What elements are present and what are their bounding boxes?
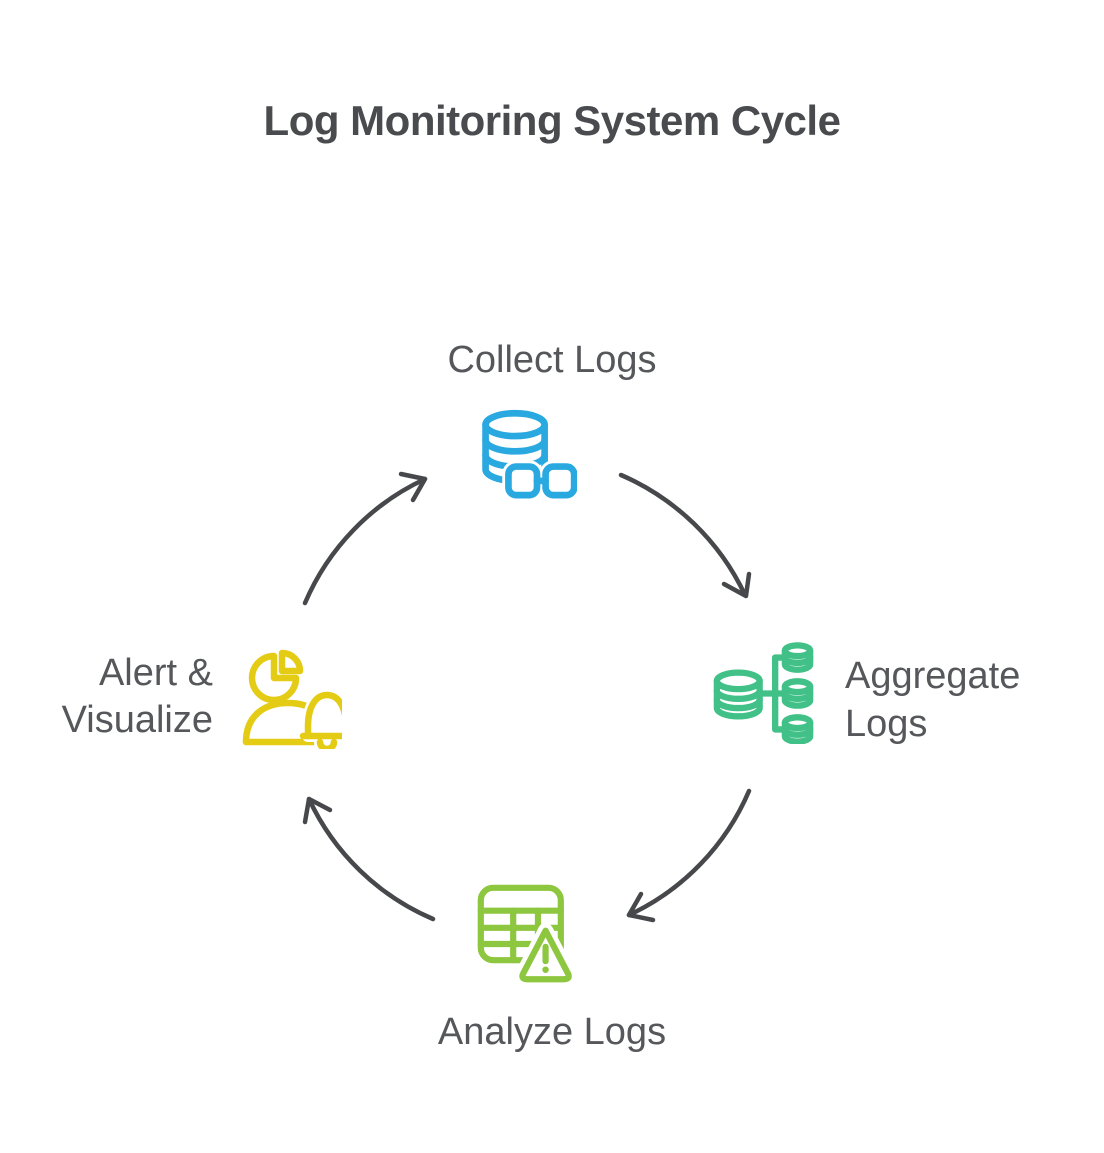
arrow-analyze-to-alert bbox=[306, 796, 436, 922]
person-piechart-bell-icon bbox=[242, 644, 342, 749]
alert-visualize-label-line2: Visualize bbox=[61, 699, 213, 741]
arrowhead-aggregate-to-analyze bbox=[626, 891, 656, 923]
diagram-title: Log Monitoring System Cycle bbox=[263, 97, 841, 144]
table-warning-icon bbox=[477, 884, 577, 984]
database-link-icon bbox=[477, 406, 577, 510]
aggregate-logs-label-line2: Logs bbox=[845, 703, 928, 745]
arrow-collect-to-aggregate bbox=[618, 472, 748, 598]
arrow-aggregate-to-analyze bbox=[626, 788, 752, 918]
analyze-logs-label: Analyze Logs bbox=[437, 1011, 667, 1053]
arrowhead-analyze-to-alert bbox=[302, 796, 333, 825]
alert-visualize-label-line1: Alert & bbox=[98, 652, 213, 694]
arrowhead-collect-to-aggregate bbox=[721, 571, 752, 599]
arrow-alert-to-collect bbox=[302, 476, 428, 606]
aggregate-logs-label-line1: Aggregate bbox=[845, 655, 1021, 697]
arrowhead-alert-to-collect bbox=[398, 471, 428, 503]
alert-visualize-label: Alert & Visualize bbox=[0, 650, 213, 744]
collect-logs-label: Collect Logs bbox=[447, 339, 657, 381]
database-aggregate-icon bbox=[713, 642, 815, 744]
aggregate-logs-label: Aggregate Logs bbox=[845, 652, 1020, 748]
